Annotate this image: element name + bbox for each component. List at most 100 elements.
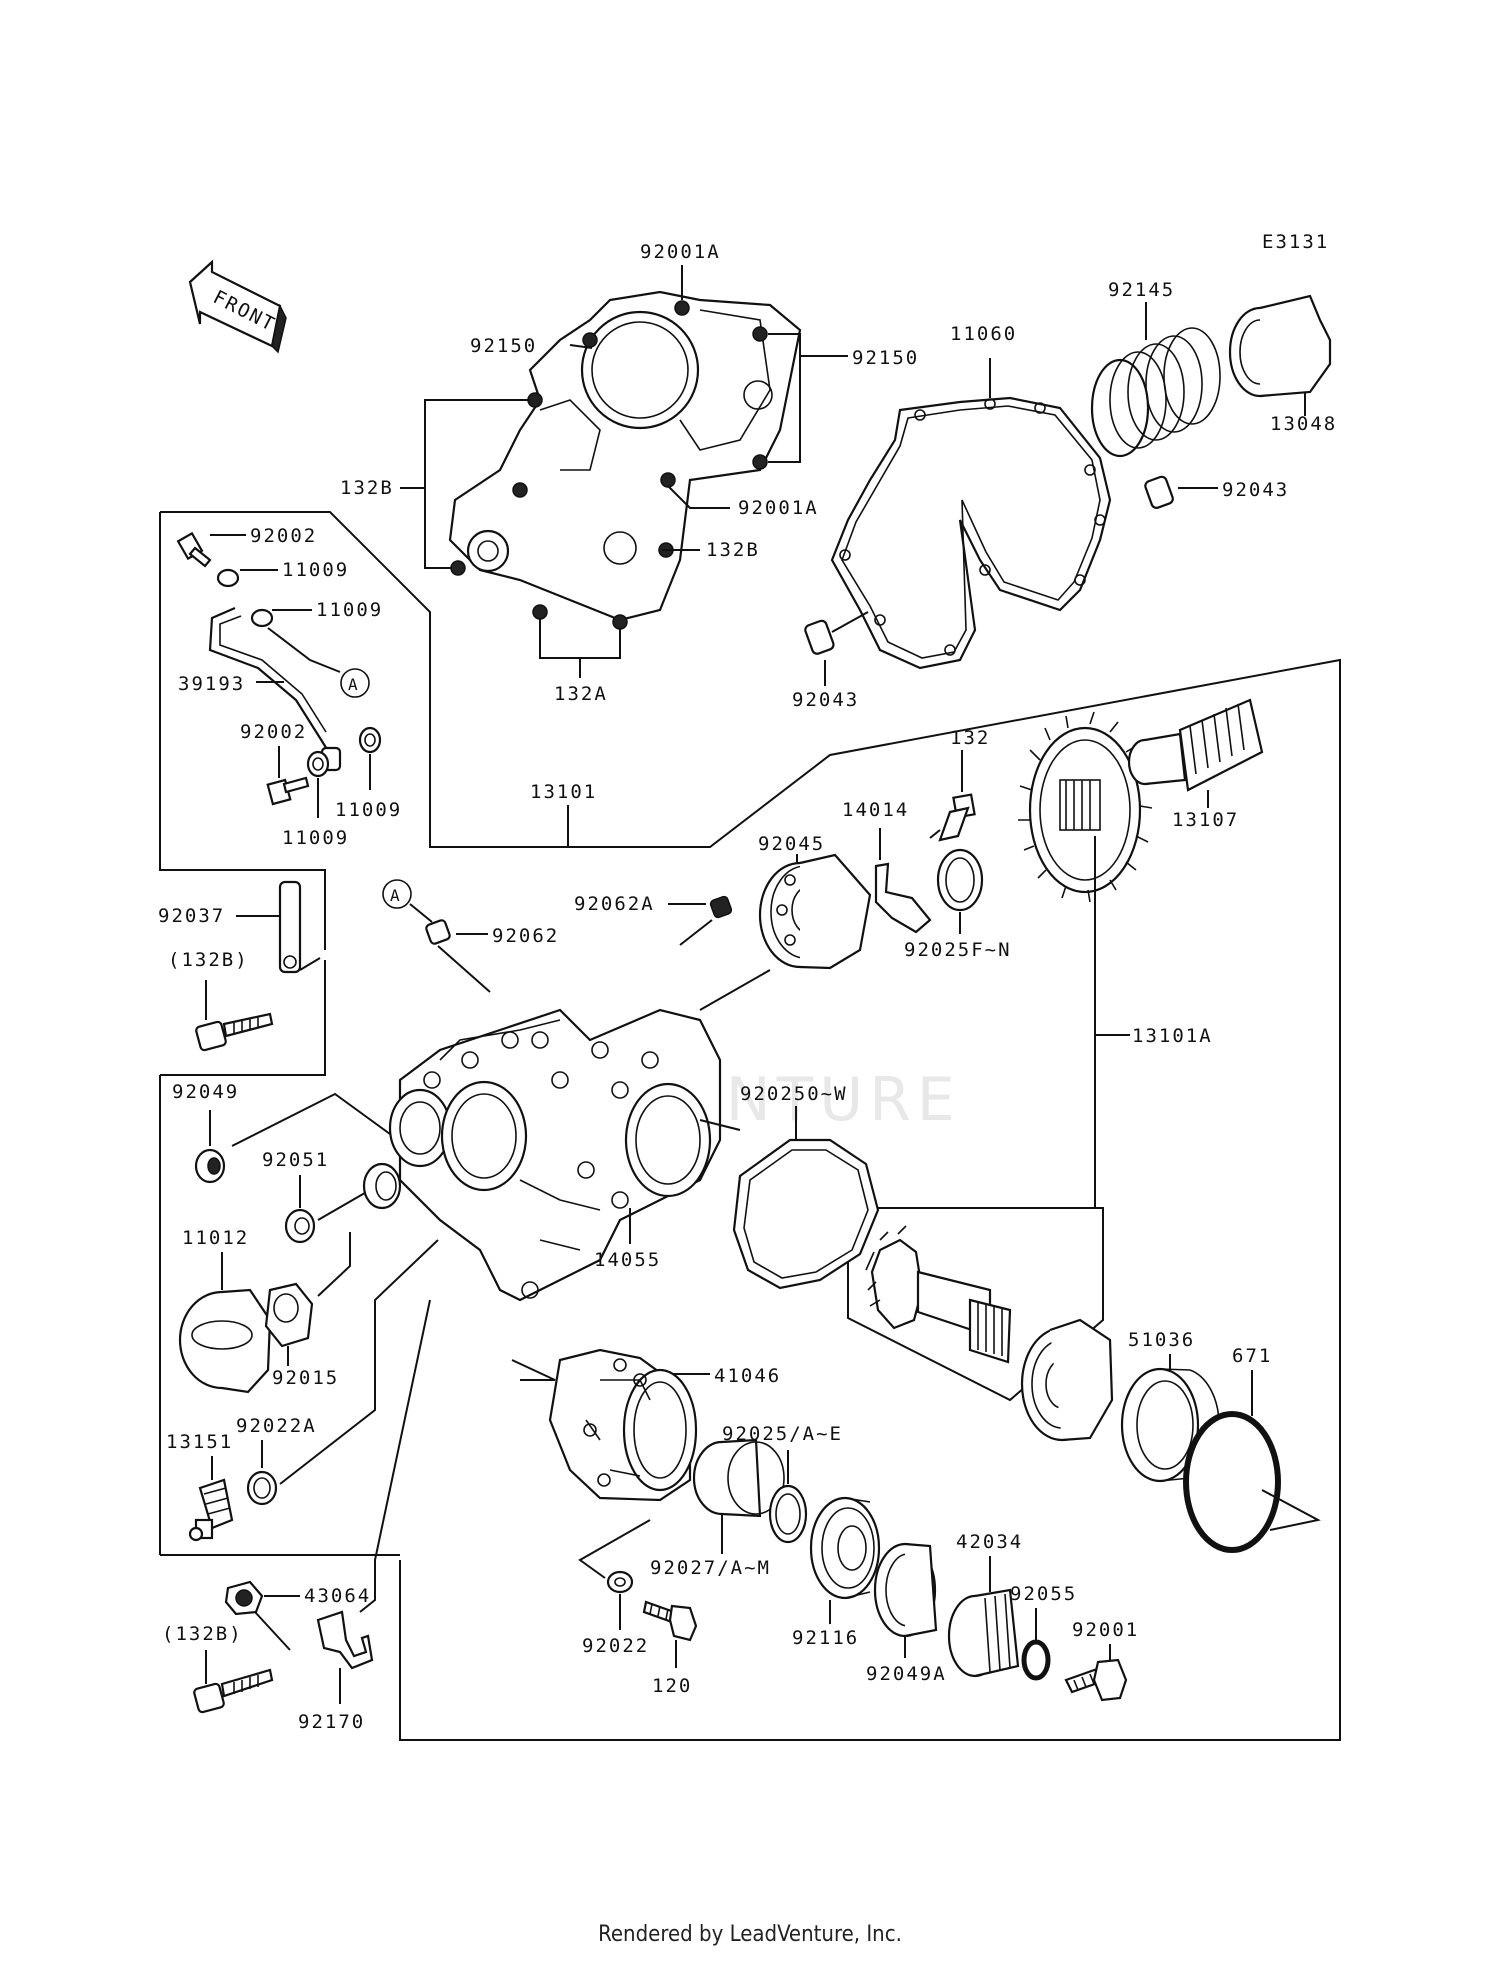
label-41046: 41046	[714, 1365, 781, 1387]
crankcase-cover-part	[448, 290, 802, 630]
label-92022: 92022	[582, 1635, 649, 1657]
label-11009-c: 11009	[335, 799, 402, 821]
label-132B-paren2: (132B)	[162, 1623, 243, 1645]
label-92037: 92037	[158, 905, 225, 927]
label-13048: 13048	[1270, 413, 1337, 435]
washer-92022-part	[606, 1570, 634, 1594]
nut-43064-part	[224, 1580, 264, 1616]
label-92002-mid: 92002	[240, 721, 307, 743]
label-132B-right: 132B	[706, 539, 760, 561]
washer-b-part	[250, 608, 274, 628]
plate-14014-part	[874, 862, 932, 934]
cap-11012-part	[178, 1288, 272, 1394]
gasket-part	[830, 396, 1112, 670]
label-132B-left: 132B	[340, 477, 394, 499]
label-92027: 92027/A~M	[650, 1557, 771, 1579]
oil-pipe-part	[208, 606, 342, 772]
banjo-bolt-mid-part	[266, 776, 310, 806]
bolt-132B-lower-part	[193, 1668, 274, 1714]
label-13107: 13107	[1172, 809, 1239, 831]
callout-a-marker-mid	[382, 879, 412, 909]
label-13101: 13101	[530, 781, 597, 803]
label-92049: 92049	[172, 1081, 239, 1103]
o-ring-92055-part	[1021, 1639, 1051, 1681]
seal-51036-part	[1120, 1367, 1220, 1483]
cam-part	[1228, 294, 1332, 398]
washer-a-part	[216, 568, 240, 588]
label-132: 132	[950, 727, 990, 749]
label-14055: 14055	[594, 1249, 661, 1271]
pinion-gear-part	[865, 1225, 1114, 1442]
callout-a-mid: A	[390, 886, 402, 905]
shaft-13107-part	[1127, 698, 1264, 792]
bearing-92049A-part	[873, 1542, 938, 1638]
label-92043-left: 92043	[792, 689, 859, 711]
bracket-92037-part	[278, 880, 302, 974]
label-92062A: 92062A	[574, 893, 655, 915]
label-92150-right: 92150	[852, 347, 919, 369]
label-92043-right: 92043	[1222, 479, 1289, 501]
label-120: 120	[652, 1675, 692, 1697]
nut-92015-part	[264, 1282, 314, 1348]
gear-housing-part	[388, 1008, 722, 1302]
label-92150-left: 92150	[470, 335, 537, 357]
label-92170: 92170	[298, 1711, 365, 1733]
gasket-920250-part	[732, 1138, 880, 1290]
label-92049A: 92049A	[866, 1663, 947, 1685]
plug-92062-part	[425, 919, 451, 945]
footer-credit: Rendered by LeadVenture, Inc.	[598, 1922, 902, 1947]
o-ring-671-part	[1183, 1411, 1281, 1553]
label-11012: 11012	[182, 1227, 249, 1249]
collar-92027-part	[692, 1438, 785, 1518]
label-42034: 42034	[956, 1531, 1023, 1553]
label-92062: 92062	[492, 925, 559, 947]
washer-92022A-part	[246, 1470, 278, 1506]
callout-a-marker-top	[340, 668, 370, 698]
bearing-92116-part	[809, 1496, 881, 1600]
bolt-120-part	[642, 1600, 698, 1642]
label-11009-d: 11009	[282, 827, 349, 849]
label-11009-b: 11009	[316, 599, 383, 621]
label-92001A-top: 92001A	[640, 241, 721, 263]
bolt-132B-upper-part	[195, 1012, 274, 1052]
sensor-13151-part	[188, 1478, 234, 1542]
washer-c-part	[358, 726, 382, 754]
bearing-92045-part	[758, 853, 872, 970]
plug-92062A-part	[709, 895, 733, 919]
label-11009-a: 11009	[282, 559, 349, 581]
label-132A: 132A	[554, 683, 608, 705]
bolt-92001-part	[1064, 1658, 1128, 1702]
collar-right-part	[1144, 475, 1174, 509]
label-43064: 43064	[304, 1585, 371, 1607]
washer-d-part	[306, 750, 330, 778]
shim-92025A-part	[768, 1484, 808, 1544]
label-92022A: 92022A	[236, 1415, 317, 1437]
label-132B-paren1: (132B)	[168, 949, 249, 971]
label-14014: 14014	[842, 799, 909, 821]
spring-part	[1090, 327, 1221, 458]
label-92145: 92145	[1108, 279, 1175, 301]
callout-a-top: A	[348, 675, 360, 694]
seal-92051-part	[284, 1208, 316, 1244]
gear-sprocket-part	[1018, 711, 1153, 903]
label-92116: 92116	[792, 1627, 859, 1649]
shim-92025F-part	[936, 848, 984, 912]
label-11060: 11060	[950, 323, 1017, 345]
front-arrow-icon: FRONT	[188, 259, 287, 354]
bolt-132-part	[938, 793, 976, 842]
label-92015: 92015	[272, 1367, 339, 1389]
label-920250: 920250~W	[740, 1083, 848, 1105]
label-92045: 92045	[758, 833, 825, 855]
label-671: 671	[1232, 1345, 1272, 1367]
label-92025A: 92025/A~E	[722, 1423, 843, 1445]
seal-92049-part	[194, 1148, 226, 1184]
label-92001: 92001	[1072, 1619, 1139, 1641]
collar-left-part	[804, 619, 835, 655]
label-92001A-mid: 92001A	[738, 497, 819, 519]
collar-housing-part	[362, 1162, 402, 1210]
label-92055: 92055	[1010, 1583, 1077, 1605]
label-92002-top: 92002	[250, 525, 317, 547]
label-51036: 51036	[1128, 1329, 1195, 1351]
label-13101A: 13101A	[1132, 1025, 1213, 1047]
